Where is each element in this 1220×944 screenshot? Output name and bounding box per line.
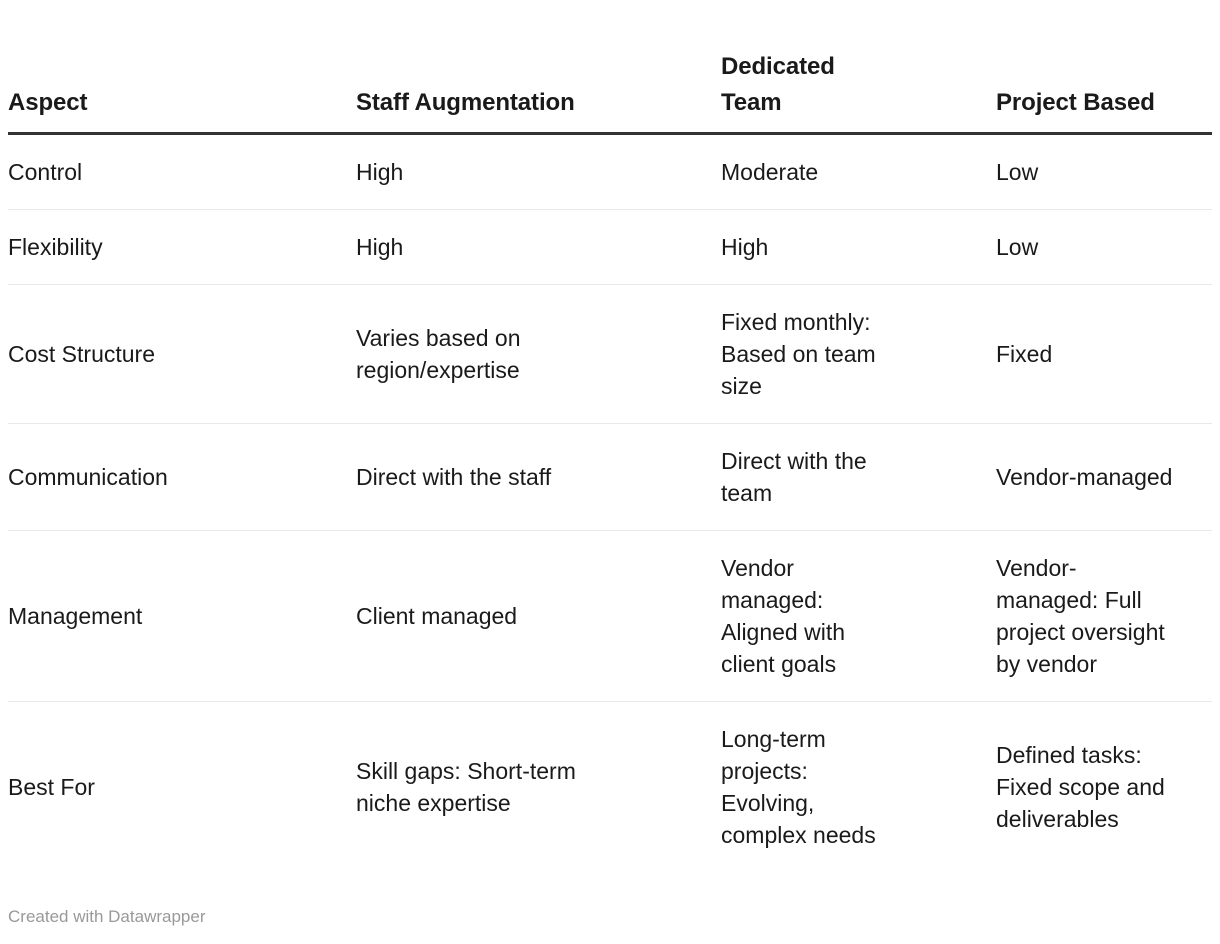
cell-dedicated-team: Direct with the team [721, 423, 996, 531]
cell-project-based: Vendor-managed [996, 423, 1212, 531]
cell-project-based: Defined tasks: Fixed scope and deliverab… [996, 741, 1165, 832]
table-row: Communication Direct with the staff Dire… [8, 423, 1212, 531]
cell-project-based: Fixed [996, 284, 1212, 424]
cell-dedicated-team: High [721, 209, 996, 285]
table-body: Control High Moderate Low Flexibility Hi… [8, 133, 1212, 872]
cell-staff-augmentation: Varies based on region/expertise [356, 284, 721, 424]
cell-staff-augmentation: High [356, 209, 721, 285]
column-header-project-based: Project Based [996, 0, 1212, 135]
column-header-aspect: Aspect [8, 0, 356, 135]
table-row: Control High Moderate Low [8, 133, 1212, 210]
table-header-row: Aspect Staff Augmentation Dedicated Team… [8, 0, 1212, 135]
table-row: Best For Skill gaps: Short-term niche ex… [8, 701, 1212, 872]
column-header-staff-augmentation: Staff Augmentation [356, 0, 721, 135]
cell-dedicated-team: Fixed monthly: Based on team size [721, 284, 996, 424]
table-row: Flexibility High High Low [8, 209, 1212, 285]
table-header: Aspect Staff Augmentation Dedicated Team… [8, 0, 1212, 135]
cell-aspect: Flexibility [8, 209, 356, 285]
cell-project-based: Vendor- managed: Full project oversight … [996, 530, 1212, 702]
cell-aspect: Control [8, 133, 356, 210]
cell-staff-augmentation: Skill gaps: Short-term niche expertise [356, 757, 576, 816]
cell-project-based: Low [996, 133, 1212, 210]
cell-dedicated-team: Vendor managed: Aligned with client goal… [721, 530, 996, 702]
cell-aspect: Management [8, 530, 356, 702]
comparison-table: Aspect Staff Augmentation Dedicated Team… [8, 0, 1212, 872]
cell-staff-augmentation: High [356, 133, 721, 210]
cell-staff-augmentation: Direct with the staff [356, 423, 721, 531]
table-row: Management Client managed Vendor managed… [8, 530, 1212, 702]
cell-aspect: Cost Structure [8, 284, 356, 424]
cell-dedicated-team: Moderate [721, 133, 996, 210]
column-header-dedicated-team: Dedicated Team [721, 0, 996, 135]
cell-aspect: Best For [8, 773, 95, 800]
cell-project-based: Low [996, 209, 1212, 285]
datawrapper-credit[interactable]: Created with Datawrapper [8, 907, 206, 926]
cell-dedicated-team: Long-term projects: Evolving, complex ne… [721, 725, 876, 848]
table-row: Cost Structure Varies based on region/ex… [8, 284, 1212, 424]
cell-aspect: Communication [8, 423, 356, 531]
cell-staff-augmentation: Client managed [356, 530, 721, 702]
